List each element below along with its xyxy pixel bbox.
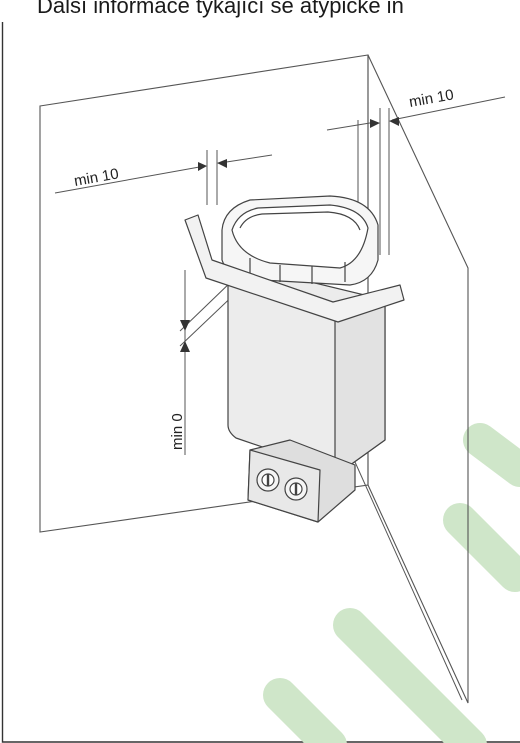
watermark-stripe (333, 608, 487, 743)
dim-line-left (54, 165, 206, 194)
diagram-border (1, 22, 520, 743)
arrow-right-1 (370, 119, 380, 128)
watermark-stripe (463, 423, 520, 487)
arrow-left-1 (198, 162, 207, 171)
dim-label-left: min 10 (73, 165, 120, 190)
stone-basket-rim (231, 204, 369, 269)
watermark-stripe (263, 678, 347, 743)
watermark-stripe (443, 503, 520, 592)
arrowheads (180, 117, 399, 352)
dim-label-below: min 0 (169, 413, 186, 450)
dim-line-left-ext (219, 154, 273, 164)
watermark (263, 423, 520, 743)
installation-diagram-svg: min 10 min 10 min 0 (1, 22, 520, 743)
section-heading: Další informace týkající se atypické in (37, 0, 404, 18)
guard-rail (184, 214, 405, 323)
dim-line-right (326, 121, 377, 131)
stone-basket-inner (239, 211, 361, 231)
reference-line (354, 461, 463, 701)
control-box-face (247, 449, 321, 523)
dim-line-right-ext (391, 96, 506, 121)
control-knob-icon (284, 477, 308, 501)
arrow-below-2 (180, 341, 190, 352)
dimension-lines (54, 96, 506, 701)
heater-body-shade (334, 299, 386, 473)
arrow-left-2 (217, 159, 227, 168)
control-knob-icon (256, 468, 280, 492)
dim-label-right: min 10 (408, 86, 455, 111)
installation-diagram: min 10 min 10 min 0 (0, 20, 520, 743)
arrow-right-2 (389, 117, 399, 126)
arrow-below-1 (180, 320, 190, 331)
sauna-heater-illustration (184, 195, 405, 523)
